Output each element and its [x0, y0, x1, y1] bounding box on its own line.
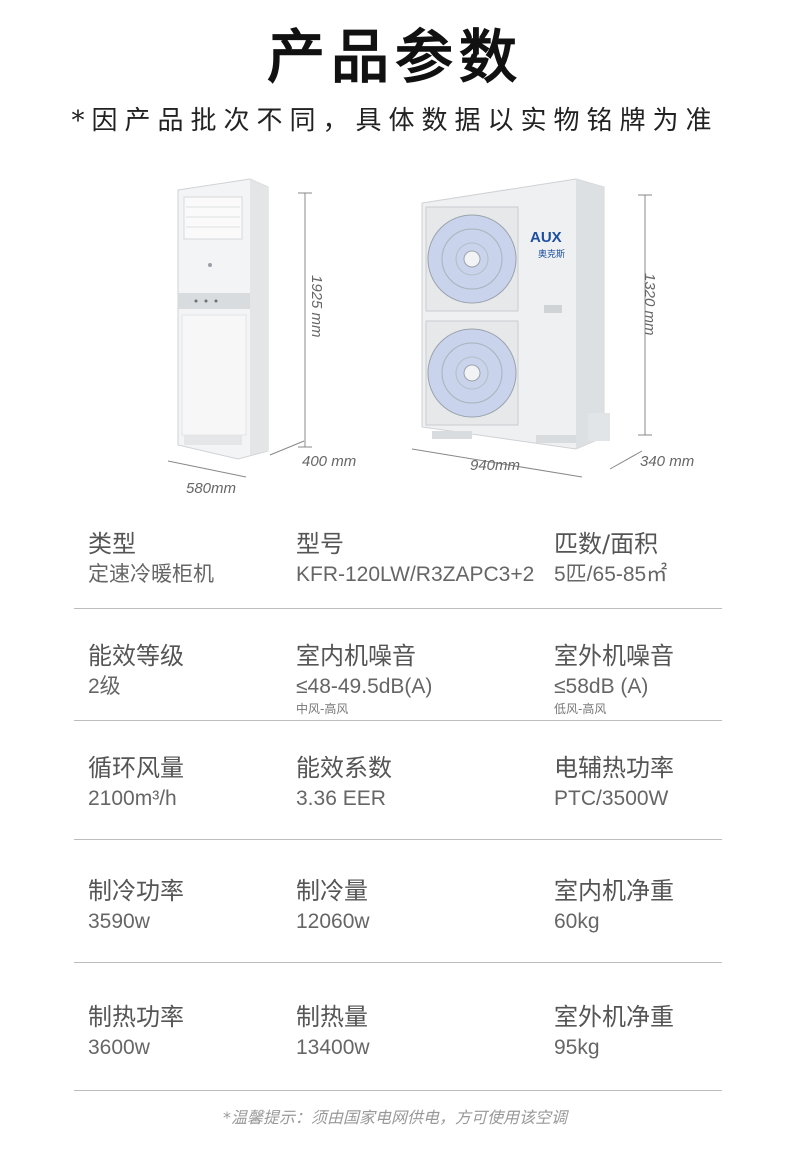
spec-label: 制热量 [296, 1003, 368, 1031]
spec-label: 能效系数 [296, 754, 392, 782]
spec-row: 制热功率 3600w 制热量 13400w 室外机净重 95kg [74, 963, 722, 1091]
spec-label: 室内机噪音 [296, 642, 416, 670]
spec-value: ≤48-49.5dB(A) [296, 675, 433, 698]
spec-value: 3.36 EER [296, 787, 386, 810]
footer-note: *温馨提示：须由国家电网供电，方可使用该空调 [222, 1108, 567, 1127]
outdoor-brand-cn: 奥克斯 [538, 249, 566, 259]
indoor-height-label: 1925 mm [308, 275, 325, 338]
indoor-width-label: 580mm [186, 480, 237, 497]
spec-value: 3590w [88, 910, 150, 933]
indoor-unit-image [167, 178, 652, 478]
spec-label: 制冷功率 [88, 877, 184, 905]
spec-value: 60kg [554, 910, 600, 933]
spec-value: 3600w [88, 1036, 150, 1059]
spec-table: 类型 定速冷暖柜机 型号 KFR-120LW/R3ZAPC3+2 匹数/面积 5… [74, 522, 722, 1091]
outdoor-height-label: 1320 mm [641, 273, 658, 336]
spec-row: 制冷功率 3590w 制冷量 12060w 室内机净重 60kg [74, 840, 722, 963]
spec-row: 能效等级 2级 室内机噪音 ≤48-49.5dB(A) 中风-高风 室外机噪音 … [74, 609, 722, 721]
spec-label: 室内机净重 [554, 877, 674, 905]
spec-value: 2级 [88, 675, 121, 698]
spec-label: 循环风量 [88, 754, 184, 782]
spec-value: ≤58dB (A) [554, 675, 649, 698]
spec-value: 95kg [554, 1036, 600, 1059]
outdoor-depth-label: 340 mm [640, 453, 695, 470]
spec-value: PTC/3500W [554, 787, 669, 810]
spec-label: 制热功率 [88, 1003, 184, 1031]
spec-value: 13400w [296, 1036, 370, 1059]
spec-value: KFR-120LW/R3ZAPC3+2 [296, 563, 535, 586]
spec-label: 室外机噪音 [554, 642, 674, 670]
spec-label: 电辅热功率 [554, 754, 674, 782]
spec-row: 循环风量 2100m³/h 能效系数 3.36 EER 电辅热功率 PTC/35… [74, 721, 722, 840]
spec-label: 匹数/面积 [554, 530, 659, 558]
page-title: 产品参数 [266, 23, 523, 91]
spec-label: 型号 [296, 530, 344, 558]
spec-label: 能效等级 [88, 642, 184, 670]
product-images: AUX 奥克斯 1925 mm 400 mm 580mm 1320 mm 940… [0, 165, 790, 510]
spec-value: 2100m³/h [88, 787, 177, 810]
spec-value: 12060w [296, 910, 370, 933]
outdoor-unit-image [421, 178, 610, 450]
spec-note: 中风-高风 [296, 702, 349, 716]
spec-label: 类型 [88, 530, 136, 558]
spec-label: 制冷量 [296, 877, 368, 905]
spec-note: 低风-高风 [554, 702, 607, 716]
spec-row: 类型 定速冷暖柜机 型号 KFR-120LW/R3ZAPC3+2 匹数/面积 5… [74, 522, 722, 609]
page-subtitle: *因产品批次不同，具体数据以实物铭牌为准 [71, 106, 719, 136]
indoor-depth-label: 400 mm [302, 453, 357, 470]
spec-value: 5匹/65-85㎡ [554, 563, 668, 586]
outdoor-brand-logo: AUX [530, 229, 562, 246]
outdoor-width-label: 940mm [470, 457, 521, 474]
spec-label: 室外机净重 [554, 1003, 674, 1031]
spec-value: 定速冷暖柜机 [88, 563, 214, 586]
